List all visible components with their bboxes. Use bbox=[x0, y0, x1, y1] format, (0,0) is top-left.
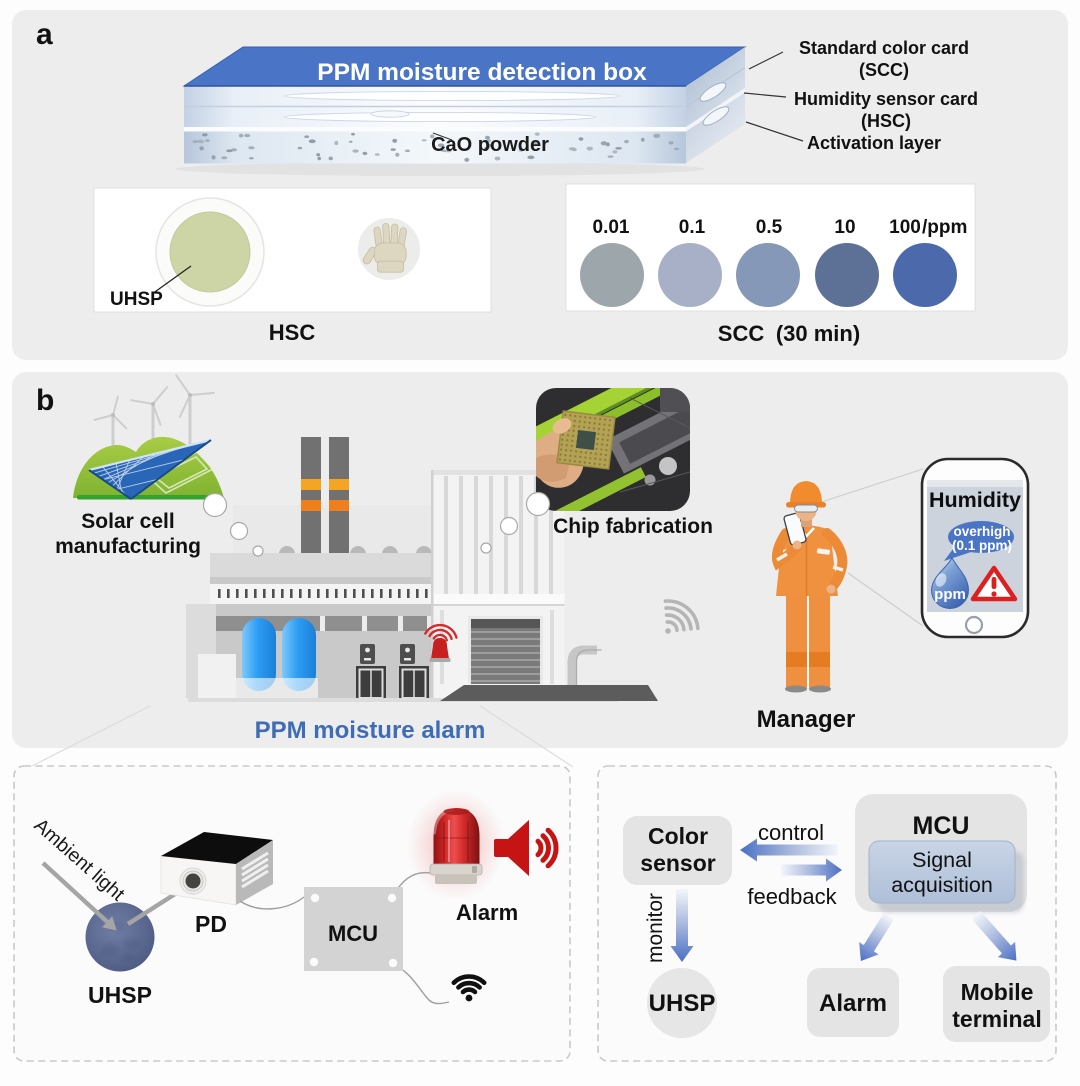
flow-signal-line1: Signal bbox=[912, 848, 972, 872]
detection-box-3d: PPM moisture detection box bbox=[175, 46, 747, 176]
scc-ppm-label: 0.01 bbox=[593, 217, 630, 238]
phone-speech-bubble bbox=[948, 521, 1014, 553]
label-hsc-line1: Humidity sensor card bbox=[794, 89, 978, 109]
scc-circle-4 bbox=[893, 243, 957, 307]
flow-alarm-box bbox=[807, 968, 899, 1037]
mcu-to-alarm-arrow bbox=[859, 912, 895, 961]
signal-waves-icon bbox=[663, 599, 700, 634]
glove-icon bbox=[362, 222, 407, 273]
flowchart-box: Color sensor MCU Signal acquisition cont… bbox=[597, 765, 1057, 1062]
control-arrow bbox=[740, 838, 838, 862]
solar-label-line2: manufacturing bbox=[55, 535, 201, 558]
module-alarm-label: Alarm bbox=[456, 900, 518, 925]
hsc-caption: HSC bbox=[269, 320, 316, 345]
label-hsc-line2: (HSC) bbox=[861, 111, 911, 131]
hsc-card: UHSP HSC bbox=[93, 187, 492, 345]
mcu-to-mobile-arrow bbox=[971, 911, 1017, 961]
label-scc-line2: (SCC) bbox=[859, 60, 909, 80]
speaker-icon bbox=[494, 820, 559, 876]
flow-color-line2: sensor bbox=[640, 850, 715, 876]
phone-home-button bbox=[964, 615, 984, 635]
flow-mobile-box bbox=[943, 966, 1050, 1042]
scc-ppm-label: 0.5 bbox=[756, 217, 783, 238]
chip-photo bbox=[536, 388, 690, 511]
flow-signal-box bbox=[868, 840, 1016, 904]
factory-label: PPM moisture alarm bbox=[255, 717, 486, 744]
module-mcu-label: MCU bbox=[328, 921, 378, 946]
scc-circle-1 bbox=[658, 243, 722, 307]
pd-box bbox=[160, 832, 273, 906]
flow-feedback-label: feedback bbox=[747, 884, 837, 909]
flow-mcu-label: MCU bbox=[913, 812, 970, 840]
panel-a-letter: a bbox=[36, 18, 53, 51]
flow-mobile-line2: terminal bbox=[952, 1006, 1041, 1032]
hsc-uhsp-label: UHSP bbox=[110, 289, 163, 310]
layer-labels bbox=[743, 51, 804, 142]
solar-illustration bbox=[73, 374, 224, 500]
feedback-arrow bbox=[781, 858, 842, 882]
flow-color-sensor-box bbox=[623, 816, 732, 885]
uhsp-disc bbox=[170, 212, 250, 292]
solar-label-line1: Solar cell bbox=[81, 510, 174, 533]
wifi-icon bbox=[451, 974, 487, 1002]
scc-card: 0.01 0.1 0.5 10 100 /ppm SCC (30 min) bbox=[565, 183, 976, 346]
phone-bubble-line1: overhigh bbox=[953, 524, 1010, 539]
flow-color-line1: Color bbox=[648, 823, 708, 849]
pd-label: PD bbox=[195, 911, 227, 937]
flow-signal-line2: acquisition bbox=[891, 873, 993, 897]
alarm-beacon bbox=[406, 789, 506, 901]
mcu-board bbox=[304, 887, 403, 971]
scc-caption-2: (30 min) bbox=[776, 321, 860, 346]
scc-ppm-label: 10 bbox=[834, 217, 855, 238]
phone-mockup: Humidity overhigh (0.1 ppm) ppm bbox=[920, 457, 1030, 639]
scc-circle-0 bbox=[580, 243, 644, 307]
monitor-arrow bbox=[670, 889, 694, 962]
zoom-projection-lines bbox=[29, 705, 574, 768]
cao-speckles bbox=[192, 132, 680, 162]
label-cao: CaO powder bbox=[431, 134, 549, 156]
flow-alarm-label: Alarm bbox=[819, 990, 887, 1017]
flow-uhsp-circle bbox=[647, 968, 717, 1038]
label-scc-line1: Standard color card bbox=[799, 38, 969, 58]
factory-alarm-icon bbox=[424, 623, 458, 662]
module-uhsp-label: UHSP bbox=[88, 982, 152, 1008]
chip-label: Chip fabrication bbox=[553, 515, 713, 538]
water-drop-icon bbox=[930, 556, 970, 609]
ambient-arrow bbox=[41, 861, 117, 931]
scc-caption-1: SCC bbox=[718, 321, 765, 346]
scc-ppm-unit: /ppm bbox=[922, 217, 967, 238]
phone-projection-lines bbox=[811, 468, 924, 627]
flow-monitor-label: monitor bbox=[644, 893, 667, 963]
scc-ppm-label: 0.1 bbox=[679, 217, 706, 238]
label-activation: Activation layer bbox=[807, 133, 941, 153]
scc-circle-2 bbox=[736, 243, 800, 307]
factory-illustration bbox=[186, 437, 658, 702]
flow-mobile-line1: Mobile bbox=[961, 979, 1034, 1005]
manager-label: Manager bbox=[757, 706, 856, 733]
scc-circle-3 bbox=[815, 243, 879, 307]
manager-figure bbox=[771, 481, 848, 693]
alarm-module-box: Ambient light UHSP PD MCU Alarm bbox=[13, 765, 571, 1062]
phone-bubble-line2: (0.1 ppm) bbox=[952, 538, 1012, 553]
panel-b: b Solar cell manufacturing PPM moisture … bbox=[12, 372, 1068, 748]
phone-title: Humidity bbox=[929, 488, 1021, 512]
box-title: PPM moisture detection box bbox=[317, 59, 647, 86]
flow-control-label: control bbox=[758, 820, 824, 845]
scc-ppm-label: 100 bbox=[889, 217, 921, 238]
flow-uhsp-label: UHSP bbox=[649, 990, 716, 1017]
panel-a: a PPM moisture detection box Standard co… bbox=[12, 10, 1068, 360]
panel-b-letter: b bbox=[36, 384, 54, 417]
phone-drop-label: ppm bbox=[934, 586, 966, 603]
thought-bubbles bbox=[202, 491, 551, 557]
